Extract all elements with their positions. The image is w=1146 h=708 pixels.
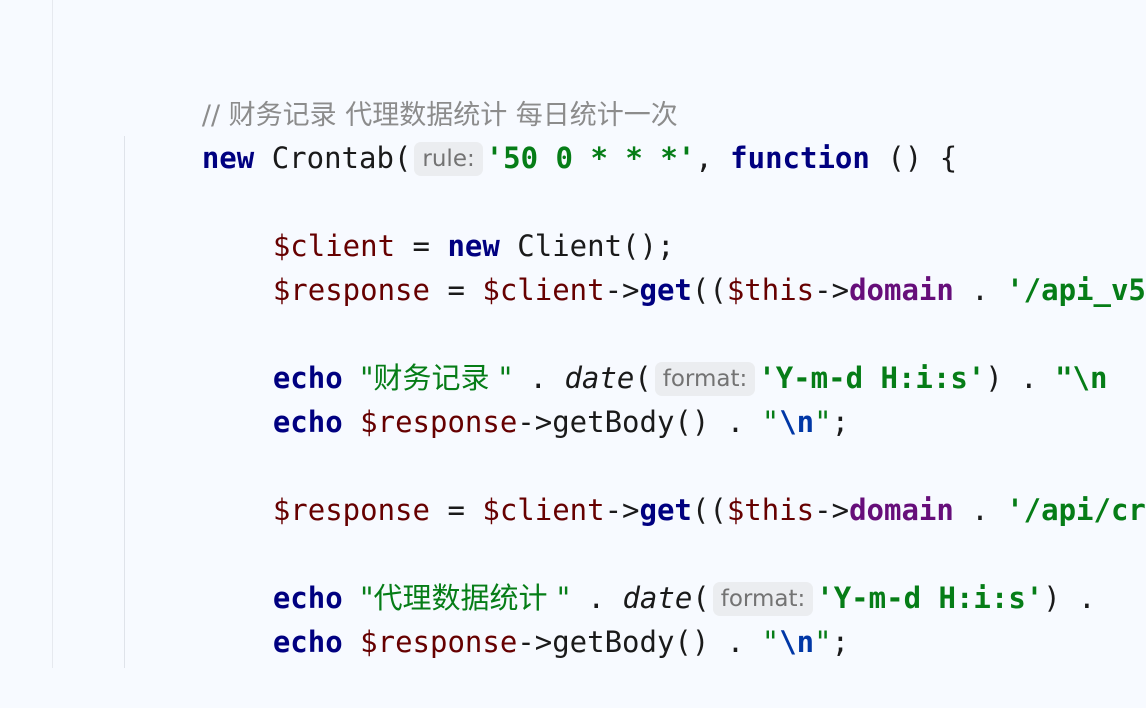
paren-close: ) . (1043, 581, 1096, 615)
function-date: date (622, 581, 693, 615)
string-newline: "\n (1055, 361, 1108, 395)
code-line-comment[interactable]: // 财务记录 代理数据统计 每日统计一次 (132, 48, 678, 131)
param-hint-format: format: (712, 582, 814, 616)
code-line-crontab[interactable]: new Crontab(rule:'50 0 * * *', function … (132, 92, 957, 176)
string-quote: " (814, 625, 832, 659)
keyword-echo: echo (272, 581, 343, 615)
assign-operator: = (429, 493, 483, 527)
keyword-echo: echo (272, 405, 343, 439)
code-editor[interactable]: // 财务记录 代理数据统计 每日统计一次 new Crontab(rule:'… (0, 0, 1146, 668)
comment: // 财务记录 代理数据统计 每日统计一次 (201, 100, 678, 131)
method-getbody: ->getBody() . (517, 405, 762, 439)
string-date-format: 'Y-m-d H:i:s' (816, 581, 1044, 615)
escape-newline: \n (779, 405, 815, 439)
escape-newline: \n (779, 625, 815, 659)
semicolon: ; (831, 625, 850, 659)
assign-operator: = (395, 229, 448, 263)
method-get: get (639, 493, 692, 527)
paren-close: ) . (985, 361, 1056, 395)
code-line-echo-1[interactable]: echo "财务记录 " . date(format:'Y-m-d H:i:s'… (132, 312, 1107, 396)
code-line-client[interactable]: $client = new Client(); (132, 180, 675, 263)
arrow-operator: -> (604, 273, 640, 307)
class-crontab: Crontab( (271, 141, 412, 175)
indent-guide (124, 136, 125, 668)
keyword-echo: echo (272, 361, 343, 395)
string-label: "代理数据统计 " (360, 581, 571, 615)
variable-client: $client (272, 229, 396, 263)
concat-operator: . (953, 493, 1007, 527)
string-api-path: '/api/cr (1006, 493, 1146, 527)
string-api-path: '/api_v5 (1006, 273, 1146, 307)
variable-this: $this (726, 493, 815, 527)
keyword-echo: echo (272, 625, 343, 659)
code-line-echo-4[interactable]: echo $response->getBody() . "\n"; (132, 576, 849, 659)
code-line-echo-2[interactable]: echo $response->getBody() . "\n"; (132, 356, 849, 439)
variable-this: $this (726, 273, 815, 307)
assign-operator: = (429, 273, 483, 307)
variable-client: $client (482, 493, 605, 527)
variable-response: $response (272, 273, 430, 307)
paren: ( (634, 361, 652, 395)
concat-operator: . (512, 361, 565, 395)
concat-operator: . (953, 273, 1007, 307)
paren: (( (691, 273, 727, 307)
function-date: date (564, 361, 635, 395)
variable-response: $response (272, 493, 430, 527)
string-cron-expression: '50 0 * * *' (485, 141, 696, 175)
paren: ( (692, 581, 710, 615)
string-date-format: 'Y-m-d H:i:s' (758, 361, 986, 395)
function-open: () { (869, 141, 958, 175)
code-line-echo-3[interactable]: echo "代理数据统计 " . date(format:'Y-m-d H:i:… (132, 532, 1096, 616)
class-client: Client(); (499, 229, 675, 263)
paren: (( (691, 493, 727, 527)
method-get: get (639, 273, 692, 307)
arrow-operator: -> (604, 493, 640, 527)
concat-operator: . (570, 581, 623, 615)
keyword-new: new (201, 141, 255, 175)
semicolon: ; (831, 405, 850, 439)
arrow-operator: -> (814, 493, 850, 527)
variable-client: $client (482, 273, 605, 307)
field-domain: domain (849, 493, 954, 527)
string-quote: " (761, 405, 780, 439)
arrow-operator: -> (814, 273, 850, 307)
keyword-function: function (730, 141, 870, 175)
code-line-response-2[interactable]: $response = $client->get(($this->domain … (132, 444, 1146, 527)
field-domain: domain (849, 273, 954, 307)
variable-response: $response (342, 405, 518, 439)
param-hint-format: format: (654, 362, 756, 396)
variable-response: $response (342, 625, 518, 659)
comma: , (695, 141, 713, 175)
keyword-new: new (447, 229, 500, 263)
string-quote: " (761, 625, 780, 659)
gutter-divider (52, 0, 53, 668)
string-quote: " (814, 405, 832, 439)
param-hint-rule: rule: (414, 142, 483, 176)
method-getbody: ->getBody() . (517, 625, 762, 659)
code-line-response-1[interactable]: $response = $client->get(($this->domain … (132, 224, 1146, 307)
string-label: "财务记录 " (360, 361, 513, 395)
